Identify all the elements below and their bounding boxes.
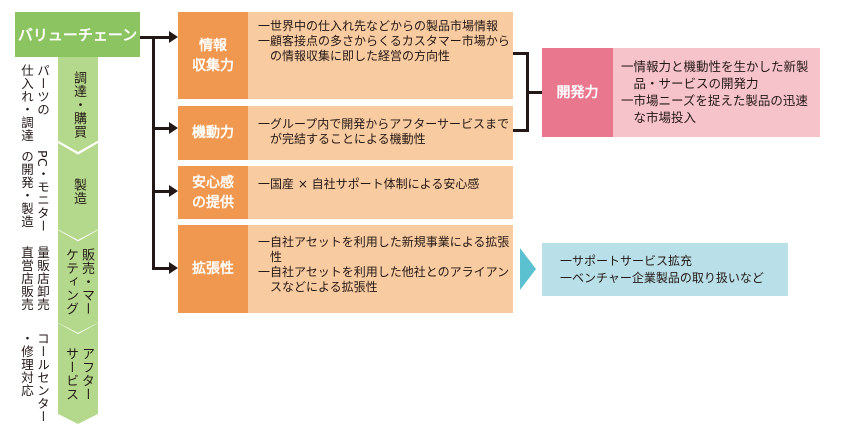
side-note-sales: 量販店卸売直営店販売 [14, 246, 54, 311]
side-note-line: 直営店販売 [19, 246, 34, 311]
stage-label: サービス [63, 346, 78, 401]
bracket-line [526, 91, 542, 94]
bullet-item: 一ベンチャー企業製品の取り扱いなど [560, 271, 764, 285]
strength-extensibility-text: 一自社アセットを利用した新規事業による拡張性 一自社アセットを利用した他社とのア… [248, 225, 513, 313]
bullet-item: 一国産 × 自社サポート体制による安心感 [258, 177, 480, 191]
side-note-line: の開発・製造 [19, 150, 34, 228]
bracket-line [513, 52, 529, 55]
triangle-arrow-icon [520, 248, 536, 290]
arrow-right-icon [169, 185, 178, 197]
bullet-item: 一情報力と機動性を生かした新製品・サービスの開発力 [621, 59, 809, 91]
arrow-right-icon [169, 122, 178, 134]
side-note-line: 仕入れ・調達 [19, 64, 34, 142]
connector-branch [152, 190, 170, 193]
side-note-line: 量販店卸売 [35, 246, 50, 311]
development-text: 一情報力と機動性を生かした新製品・サービスの開発力 一市場ニーズを捉えた製品の迅… [613, 48, 820, 137]
bullet-item: 一市場ニーズを捉えた製品の迅速な市場投入 [621, 93, 808, 125]
strength-info-gathering-text: 一世界中の仕入れ先などからの製品市場情報 一顧客接点の多さからくるカスタマー市場… [248, 12, 513, 99]
bullet-item: 一顧客接点の多さからくるカスタマー市場からの情報収集に即した経営の方向性 [258, 34, 510, 63]
label-line: 情報 [199, 37, 227, 54]
connector-trunk [152, 36, 155, 270]
value-chain-title: バリューチェーン [15, 12, 140, 57]
strength-extensibility-label: 拡張性 [178, 225, 248, 313]
strength-info-gathering-label: 情報収集力 [178, 12, 248, 99]
stage-label: アフター [79, 346, 94, 401]
connector-branch [152, 267, 170, 270]
label-line: 拡張性 [192, 261, 234, 277]
arrow-right-icon [169, 31, 178, 43]
stage-procurement: 調達・購買 [58, 57, 98, 152]
label-line: 安心感 [192, 174, 234, 191]
strength-agility-text: 一グループ内で開発からアフターサービスまでが完結することによる機動性 [248, 106, 513, 160]
bullet-item: 一サポートサービス拡充 [560, 254, 693, 268]
stage-sales-marketing: 販売・マーケティング [58, 230, 98, 333]
connector-branch [152, 36, 170, 39]
side-note-procurement: パーツの仕入れ・調達 [14, 64, 54, 142]
label-line: 機動力 [192, 125, 234, 141]
development-label: 開発力 [542, 48, 613, 137]
stage-label: ケティング [63, 247, 78, 316]
strength-reassurance-label: 安心感の提供 [178, 166, 248, 219]
expansion-text: 一サポートサービス拡充 一ベンチャー企業製品の取り扱いなど [542, 243, 788, 296]
stage-label: 製造 [71, 178, 86, 205]
side-note-line: コールセンター [35, 332, 50, 423]
bracket-line [513, 129, 529, 132]
side-note-manufacturing: PC・モニターの開発・製造 [14, 150, 54, 232]
stage-manufacturing: 製造 [58, 143, 98, 240]
side-note-line: PC・モニター [35, 150, 50, 233]
bullet-item: 一グループ内で開発からアフターサービスまでが完結することによる機動性 [258, 117, 510, 146]
bullet-item: 一世界中の仕入れ先などからの製品市場情報 [258, 19, 499, 33]
bullet-item: 一自社アセットを利用した他社とのアライアンスなどによる拡張性 [258, 265, 510, 294]
connector-branch [152, 127, 170, 130]
stage-after-service: アフターサービス [58, 323, 98, 424]
label-line: の提供 [192, 194, 234, 211]
side-note-line: ・修理対応 [19, 332, 34, 397]
strength-reassurance-text: 一国産 × 自社サポート体制による安心感 [248, 166, 513, 219]
stage-label: 販売・マー [79, 247, 94, 316]
connector-line [140, 36, 155, 39]
stage-label: 調達・購買 [71, 70, 86, 139]
label-line: 収集力 [192, 57, 234, 74]
arrow-right-icon [169, 262, 178, 274]
side-note-after-service: コールセンター・修理対応 [14, 332, 54, 423]
strength-agility-label: 機動力 [178, 106, 248, 160]
side-note-line: パーツの [35, 64, 50, 116]
bullet-item: 一自社アセットを利用した新規事業による拡張性 [258, 235, 510, 264]
